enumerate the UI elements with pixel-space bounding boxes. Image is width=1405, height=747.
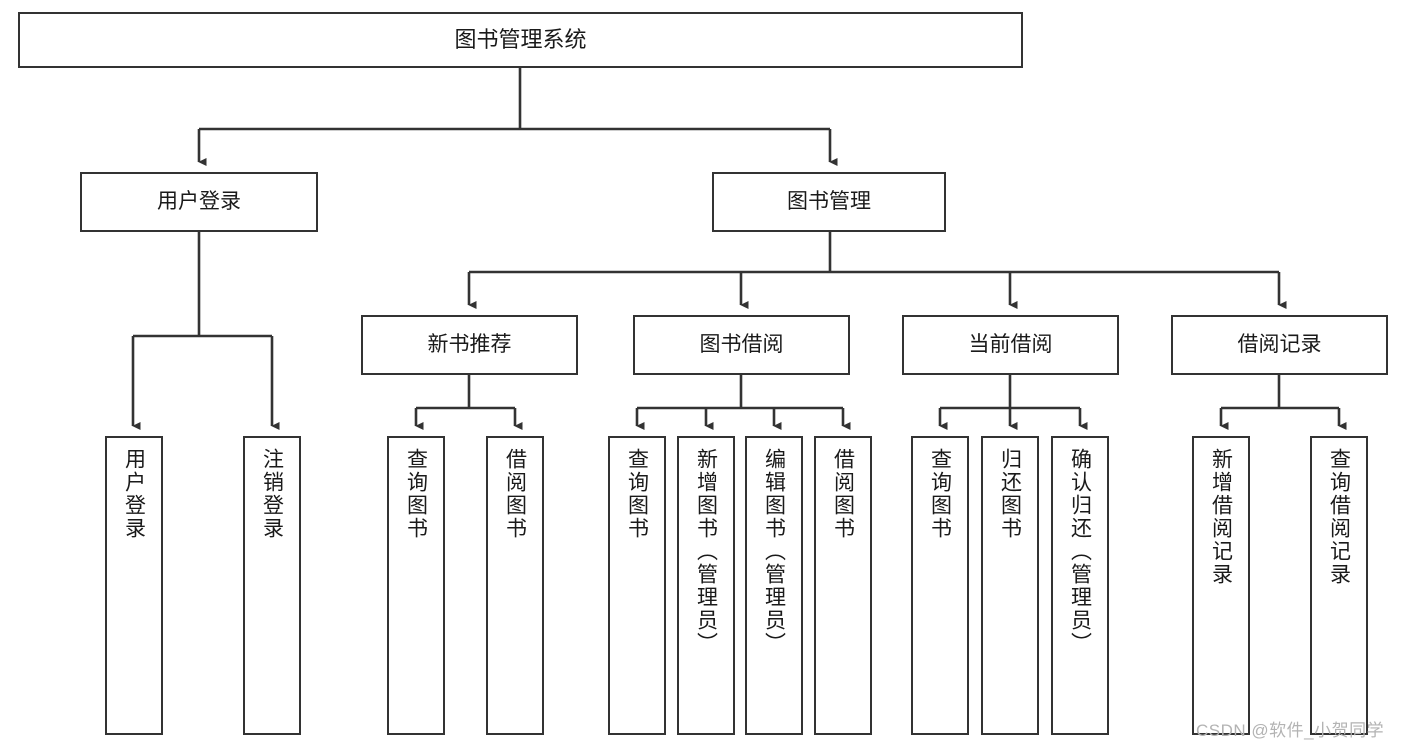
node-leaf-user-login-label: 用户登录 [122, 448, 146, 540]
node-leaf-query-book-2-label: 查询图书 [625, 448, 649, 540]
node-leaf-user-logout[interactable]: 注销登录 [243, 436, 301, 735]
node-user-login-label: 用户登录 [157, 189, 241, 213]
node-leaf-borrow-book-1-label: 借阅图书 [503, 448, 527, 540]
node-book-borrow[interactable]: 图书借阅 [633, 315, 850, 375]
node-leaf-user-logout-label: 注销登录 [260, 448, 284, 540]
node-leaf-query-book-3-label: 查询图书 [928, 448, 952, 540]
node-root-label: 图书管理系统 [454, 26, 587, 52]
node-new-book-rec-label: 新书推荐 [427, 332, 512, 356]
node-leaf-edit-book-label: 编辑图书（管理员） [762, 448, 786, 655]
node-leaf-query-book-1-label: 查询图书 [404, 448, 428, 540]
node-leaf-borrow-book-2[interactable]: 借阅图书 [814, 436, 872, 735]
node-root[interactable]: 图书管理系统 [18, 12, 1023, 68]
node-borrow-record-label: 借阅记录 [1237, 332, 1322, 356]
node-leaf-add-record-label: 新增借阅记录 [1209, 448, 1233, 586]
node-leaf-add-book[interactable]: 新增图书（管理员） [677, 436, 735, 735]
node-leaf-query-book-2[interactable]: 查询图书 [608, 436, 666, 735]
node-leaf-query-record-label: 查询借阅记录 [1327, 448, 1351, 586]
node-user-login[interactable]: 用户登录 [80, 172, 318, 232]
node-leaf-query-book-1[interactable]: 查询图书 [387, 436, 445, 735]
node-leaf-query-book-3[interactable]: 查询图书 [911, 436, 969, 735]
node-leaf-query-record[interactable]: 查询借阅记录 [1310, 436, 1368, 735]
node-book-manage-label: 图书管理 [787, 189, 871, 213]
node-borrow-record[interactable]: 借阅记录 [1171, 315, 1388, 375]
node-current-borrow-label: 当前借阅 [968, 332, 1053, 356]
node-leaf-confirm-return-label: 确认归还（管理员） [1068, 448, 1092, 655]
node-leaf-return-book-label: 归还图书 [998, 448, 1022, 540]
node-leaf-add-book-label: 新增图书（管理员） [694, 448, 718, 655]
node-book-borrow-label: 图书借阅 [699, 332, 784, 356]
node-new-book-rec[interactable]: 新书推荐 [361, 315, 578, 375]
node-leaf-edit-book[interactable]: 编辑图书（管理员） [745, 436, 803, 735]
node-leaf-confirm-return[interactable]: 确认归还（管理员） [1051, 436, 1109, 735]
node-leaf-return-book[interactable]: 归还图书 [981, 436, 1039, 735]
node-leaf-borrow-book-2-label: 借阅图书 [831, 448, 855, 540]
csdn-watermark: CSDN @软件_小贺同学 [1196, 721, 1385, 740]
node-book-manage[interactable]: 图书管理 [712, 172, 946, 232]
node-current-borrow[interactable]: 当前借阅 [902, 315, 1119, 375]
node-leaf-user-login[interactable]: 用户登录 [105, 436, 163, 735]
node-leaf-add-record[interactable]: 新增借阅记录 [1192, 436, 1250, 735]
node-leaf-borrow-book-1[interactable]: 借阅图书 [486, 436, 544, 735]
